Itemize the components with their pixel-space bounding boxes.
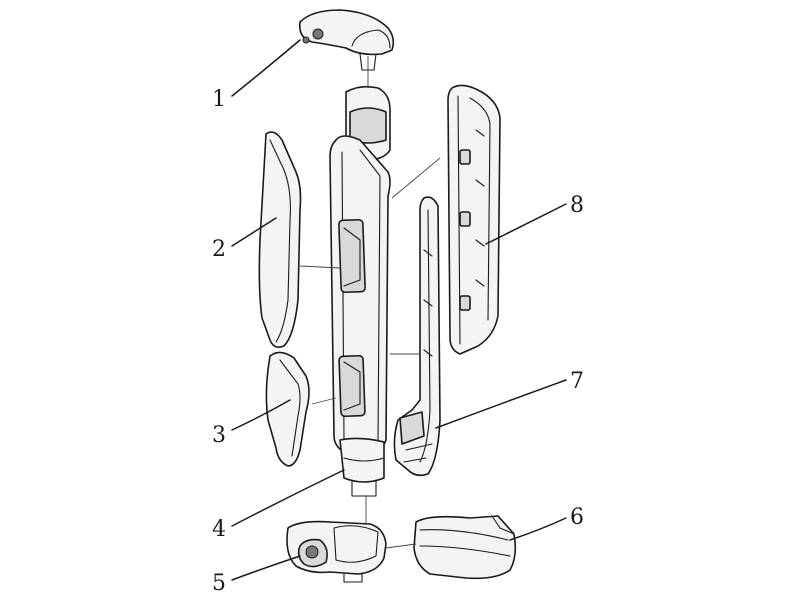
part-4-main-body xyxy=(329,85,391,497)
callout-label-2: 2 xyxy=(212,237,226,262)
leader-8 xyxy=(485,203,567,245)
part-2-upper-panel xyxy=(258,131,302,348)
callout-label-3: 3 xyxy=(212,423,226,448)
callout-label-4: 4 xyxy=(212,517,226,542)
part-5-base-bracket xyxy=(286,520,387,583)
leader-2 xyxy=(231,217,277,247)
callout-label-5: 5 xyxy=(212,571,226,596)
leader-4 xyxy=(231,469,345,527)
leader-lines xyxy=(231,39,567,581)
part-6-end-cover xyxy=(413,515,517,580)
part-7-inner-frame xyxy=(393,196,441,477)
leader-6 xyxy=(509,517,567,541)
leader-1 xyxy=(231,39,301,97)
leader-5 xyxy=(231,555,301,581)
assembly-lines xyxy=(299,56,441,549)
part-8-side-cover xyxy=(447,84,501,355)
part-1-top-cap xyxy=(298,9,395,71)
leader-3 xyxy=(231,399,291,431)
callout-label-8: 8 xyxy=(570,193,584,218)
leader-7 xyxy=(435,379,567,429)
callout-label-1: 1 xyxy=(212,87,226,112)
callout-label-7: 7 xyxy=(570,369,584,394)
callout-label-6: 6 xyxy=(570,505,584,530)
